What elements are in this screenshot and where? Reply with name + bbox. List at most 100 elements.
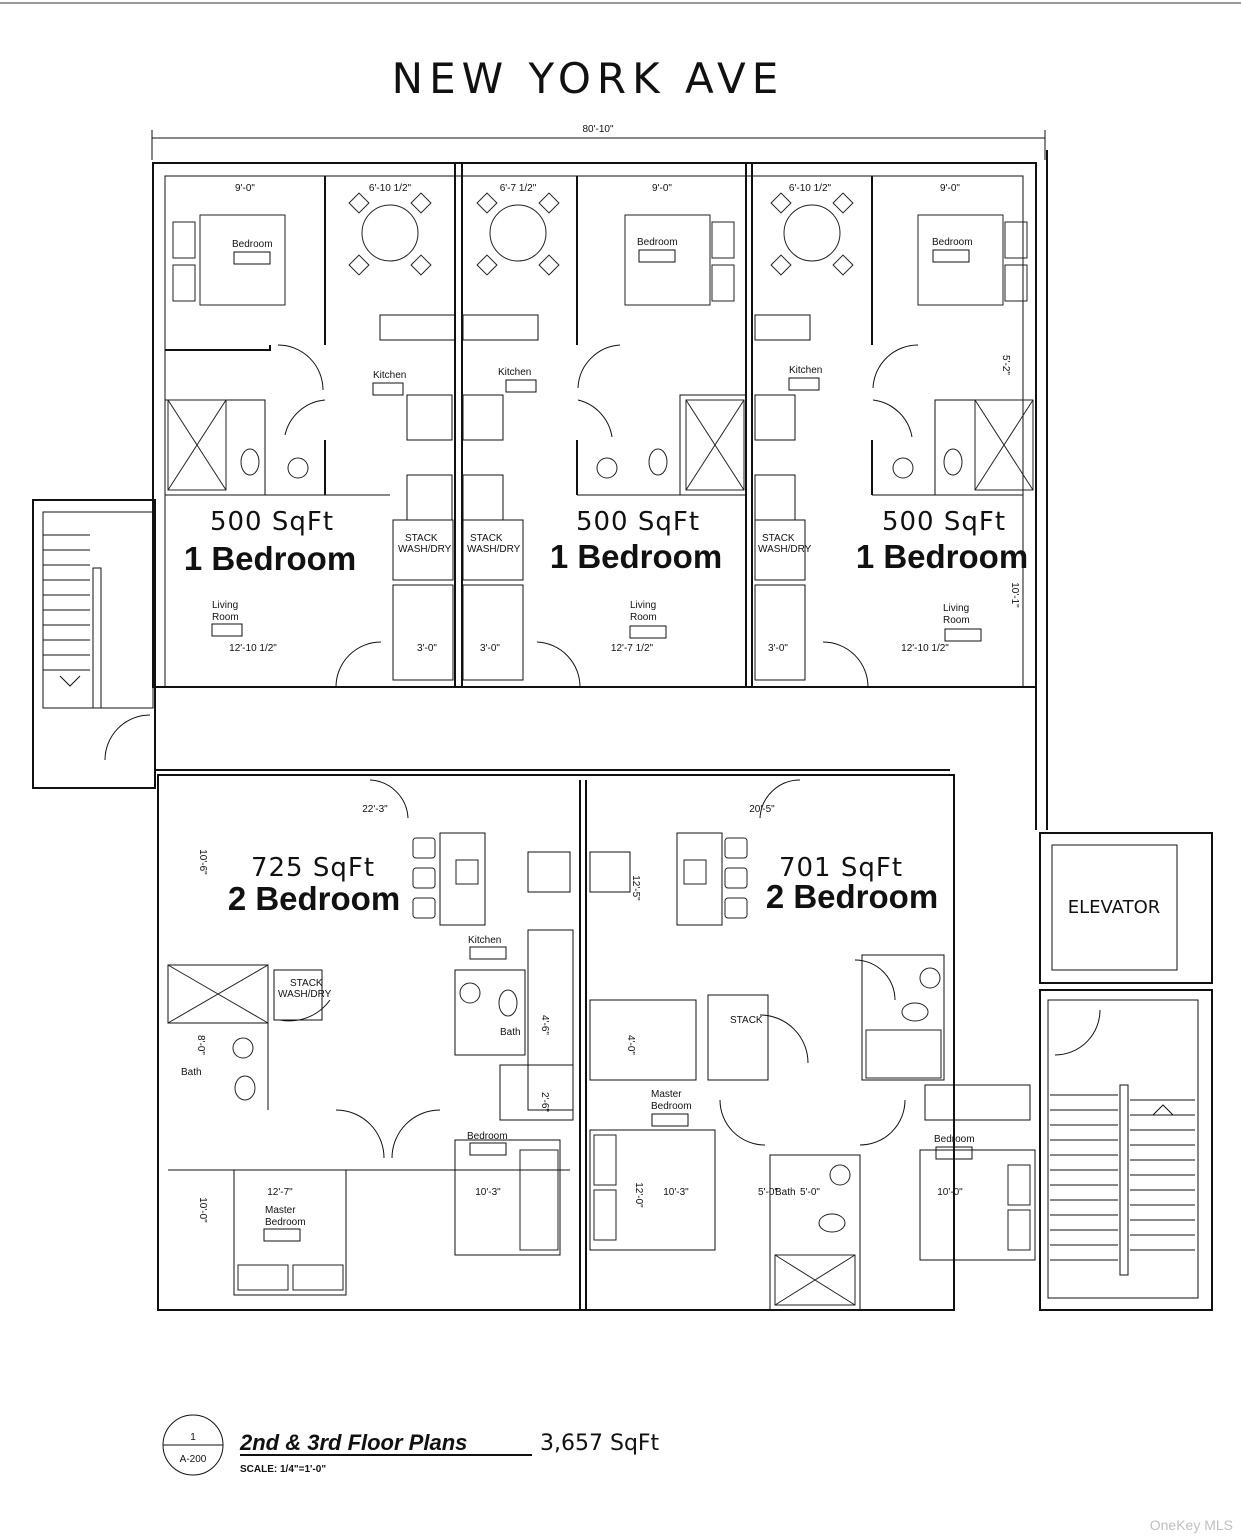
svg-text:9'-0": 9'-0"	[652, 183, 672, 194]
svg-text:Kitchen: Kitchen	[373, 370, 406, 381]
svg-text:2'-6": 2'-6"	[539, 1092, 550, 1112]
bottom-room-labels: Kitchen STACK WASH/DRY STACK Bath Bath B…	[181, 935, 975, 1242]
svg-text:Master: Master	[265, 1205, 296, 1216]
svg-text:Bedroom: Bedroom	[934, 1134, 975, 1145]
svg-text:12'-10 1/2": 12'-10 1/2"	[229, 643, 277, 654]
unit-label-4: 725 SqFt 2 Bedroom	[228, 853, 400, 917]
svg-text:2 Bedroom: 2 Bedroom	[766, 878, 938, 915]
bottom-fixtures	[232, 967, 1031, 1306]
svg-text:10'-1": 10'-1"	[1009, 582, 1020, 608]
watermark: OneKey MLS	[1150, 1517, 1233, 1533]
unit-label-2: 500 SqFt 1 Bedroom	[550, 507, 722, 575]
svg-text:Bedroom: Bedroom	[651, 1101, 692, 1112]
left-stair	[32, 499, 156, 789]
dining-table-icons	[348, 192, 854, 276]
svg-text:2 Bedroom: 2 Bedroom	[228, 880, 400, 917]
svg-text:Kitchen: Kitchen	[789, 365, 822, 376]
svg-text:6'-10 1/2": 6'-10 1/2"	[369, 183, 412, 194]
svg-text:3'-0": 3'-0"	[768, 643, 788, 654]
svg-text:12'-5": 12'-5"	[630, 875, 641, 901]
svg-text:Kitchen: Kitchen	[498, 367, 531, 378]
svg-text:500 SqFt: 500 SqFt	[882, 507, 1006, 537]
svg-text:1 Bedroom: 1 Bedroom	[550, 538, 722, 575]
svg-text:WASH/DRY: WASH/DRY	[758, 544, 812, 555]
total-area: 3,657 SqFt	[540, 1431, 660, 1456]
svg-text:STACK: STACK	[470, 533, 503, 544]
svg-text:12'-0": 12'-0"	[633, 1182, 644, 1208]
svg-text:STACK: STACK	[405, 533, 438, 544]
svg-text:9'-0": 9'-0"	[940, 183, 960, 194]
top-dimension-labels: 9'-0" 6'-10 1/2" 6'-7 1/2" 9'-0" 6'-10 1…	[229, 183, 1020, 654]
door-swings-top	[277, 344, 919, 688]
svg-text:Room: Room	[943, 615, 970, 626]
svg-text:6'-10 1/2": 6'-10 1/2"	[789, 183, 832, 194]
svg-text:725 SqFt: 725 SqFt	[251, 853, 375, 883]
svg-text:4'-6": 4'-6"	[539, 1015, 550, 1035]
bath-fixtures-top	[167, 399, 1034, 491]
plan-title: 2nd & 3rd Floor Plans	[239, 1430, 467, 1455]
svg-text:Living: Living	[943, 603, 969, 614]
svg-text:Master: Master	[651, 1089, 682, 1100]
top-room-labels: Bedroom Bedroom Bedroom Kitchen Kitchen …	[211, 237, 982, 642]
svg-text:Kitchen: Kitchen	[468, 935, 501, 946]
svg-text:500 SqFt: 500 SqFt	[210, 507, 334, 537]
svg-text:WASH/DRY: WASH/DRY	[398, 544, 452, 555]
svg-text:Bath: Bath	[181, 1067, 202, 1078]
svg-text:3'-0": 3'-0"	[417, 643, 437, 654]
bottom-units-walls	[157, 774, 1036, 1311]
svg-text:20'-5": 20'-5"	[749, 804, 775, 815]
svg-text:STACK: STACK	[730, 1015, 763, 1026]
unit-label-5: 701 SqFt 2 Bedroom	[766, 853, 938, 915]
svg-text:Bedroom: Bedroom	[265, 1217, 306, 1228]
svg-text:5'-2": 5'-2"	[1000, 355, 1011, 375]
overall-dimension: 80'-10"	[151, 124, 1046, 160]
unit-label-3: 500 SqFt 1 Bedroom	[856, 507, 1028, 575]
svg-text:9'-0": 9'-0"	[235, 183, 255, 194]
svg-text:STACK: STACK	[290, 978, 323, 989]
overall-width-label: 80'-10"	[582, 124, 613, 135]
svg-text:12'-7 1/2": 12'-7 1/2"	[611, 643, 654, 654]
unit-label-1: 500 SqFt 1 Bedroom	[184, 507, 356, 577]
bed-icons	[172, 214, 1028, 306]
svg-text:10'-0": 10'-0"	[937, 1187, 963, 1198]
stool-icons	[412, 837, 748, 919]
svg-text:10'-6": 10'-6"	[197, 849, 208, 875]
svg-text:Bedroom: Bedroom	[232, 239, 273, 250]
svg-text:12'-10 1/2": 12'-10 1/2"	[901, 643, 949, 654]
svg-text:12'-7": 12'-7"	[267, 1187, 293, 1198]
svg-text:6'-7 1/2": 6'-7 1/2"	[500, 183, 537, 194]
bottom-dimension-labels: 22'-3" 20'-5" 10'-6" 12'-5" 8'-0" 12'-7"…	[195, 355, 1011, 1223]
corridor-walls	[155, 150, 1048, 830]
svg-text:Living: Living	[212, 600, 238, 611]
svg-text:Bath: Bath	[775, 1187, 796, 1198]
right-stair	[1039, 989, 1213, 1311]
door-swings-bottom	[279, 779, 1101, 1159]
svg-text:Bedroom: Bedroom	[932, 237, 973, 248]
svg-text:1 Bedroom: 1 Bedroom	[184, 540, 356, 577]
elevator-label: ELEVATOR	[1068, 897, 1161, 918]
svg-text:10'-3": 10'-3"	[475, 1187, 501, 1198]
svg-text:Bath: Bath	[500, 1027, 521, 1038]
svg-text:1 Bedroom: 1 Bedroom	[856, 538, 1028, 575]
title-block: 1 A-200 2nd & 3rd Floor Plans 3,657 SqFt…	[162, 1414, 660, 1476]
svg-text:701 SqFt: 701 SqFt	[779, 853, 903, 883]
scale-label: SCALE: 1/4"=1'-0"	[240, 1464, 326, 1475]
svg-text:Room: Room	[212, 612, 239, 623]
svg-text:4'-0": 4'-0"	[625, 1035, 636, 1055]
svg-text:Room: Room	[630, 612, 657, 623]
svg-text:10'-3": 10'-3"	[663, 1187, 689, 1198]
street-name: NEW YORK AVE	[392, 54, 785, 103]
svg-text:5'-0": 5'-0"	[800, 1187, 820, 1198]
elevator: ELEVATOR	[1039, 832, 1213, 984]
svg-text:Bedroom: Bedroom	[467, 1131, 508, 1142]
drawing-number: 1	[190, 1432, 196, 1443]
svg-text:22'-3": 22'-3"	[362, 804, 388, 815]
svg-text:STACK: STACK	[762, 533, 795, 544]
svg-text:500 SqFt: 500 SqFt	[576, 507, 700, 537]
svg-text:Living: Living	[630, 600, 656, 611]
svg-text:3'-0": 3'-0"	[480, 643, 500, 654]
svg-text:WASH/DRY: WASH/DRY	[467, 544, 521, 555]
svg-text:5'-0": 5'-0"	[758, 1187, 778, 1198]
svg-text:8'-0": 8'-0"	[195, 1035, 206, 1055]
